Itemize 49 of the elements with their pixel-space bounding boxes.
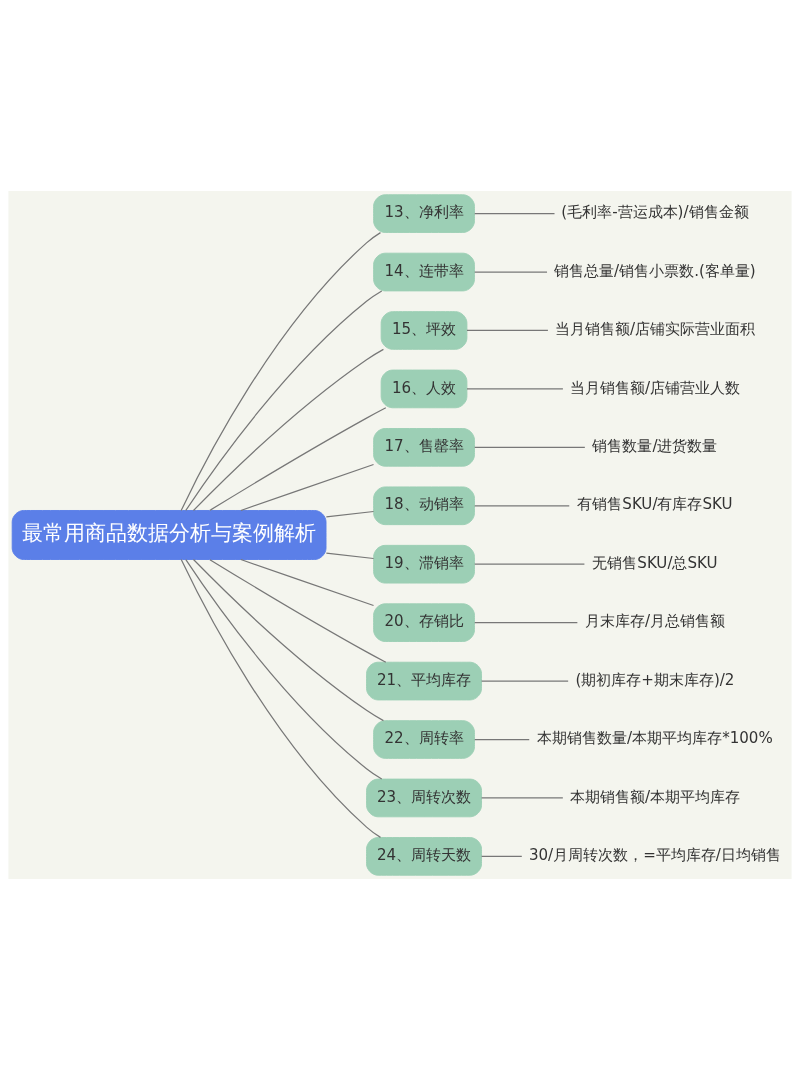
connector	[474, 621, 578, 623]
connector	[474, 738, 530, 740]
node-box: 13、净利率	[373, 193, 475, 233]
connector	[474, 212, 556, 214]
node-text: 有销售SKU/有库存SKU	[577, 494, 733, 513]
node-box: 19、滞销率	[373, 544, 475, 584]
node-box: 16、人效	[380, 369, 468, 408]
node-text: (毛利率-营运成本)/销售金额	[561, 202, 749, 221]
node-box: 最常用商品数据分析与案例解析	[11, 509, 327, 560]
connector	[209, 558, 387, 663]
node-box: 15、坪效	[380, 310, 468, 350]
connector	[180, 558, 382, 838]
node-text: 无销售SKU/总SKU	[592, 553, 718, 572]
node-box: 21、平均库存	[366, 661, 482, 700]
connector	[325, 551, 375, 559]
node-box: 24、周转天数	[366, 836, 482, 876]
connector	[466, 329, 549, 331]
node-box: 17、售罄率	[373, 427, 475, 467]
connector	[209, 406, 387, 511]
connector	[325, 510, 375, 518]
node-box: 22、周转率	[373, 719, 475, 759]
node-box: 18、动销率	[373, 485, 475, 525]
connector	[466, 387, 564, 390]
node-text: 本期销售数量/本期平均库存*100%	[537, 728, 773, 747]
connector	[240, 463, 375, 511]
connector	[240, 558, 375, 606]
node-box: 23、周转次数	[366, 778, 482, 817]
node-text: 销售数量/进货数量	[592, 436, 718, 455]
connector	[185, 558, 383, 780]
node-text: 销售总量/销售小票数.(客单量)	[554, 261, 756, 280]
node-text: (期初库存+期末库存)/2	[575, 670, 735, 689]
connector	[192, 558, 385, 721]
node-text: 30/月周转次数，=平均库存/日均销售	[528, 845, 781, 864]
connector	[474, 270, 548, 273]
connector	[480, 679, 569, 682]
node-box: 14、连带率	[373, 252, 475, 291]
connector	[185, 289, 383, 511]
connector	[474, 446, 586, 448]
connector	[480, 855, 523, 857]
node-box: 20、存销比	[373, 602, 475, 642]
node-text: 本期销售额/本期平均库存	[569, 787, 740, 806]
connector	[192, 348, 385, 511]
connector	[474, 504, 570, 506]
node-text: 当月销售额/店铺营业人数	[569, 378, 740, 396]
connector	[180, 231, 382, 511]
connector	[474, 563, 586, 565]
connector	[480, 796, 564, 799]
node-text: 月末库存/月总销售额	[584, 611, 725, 630]
node-text: 当月销售额/店铺实际营业面积	[554, 319, 755, 338]
